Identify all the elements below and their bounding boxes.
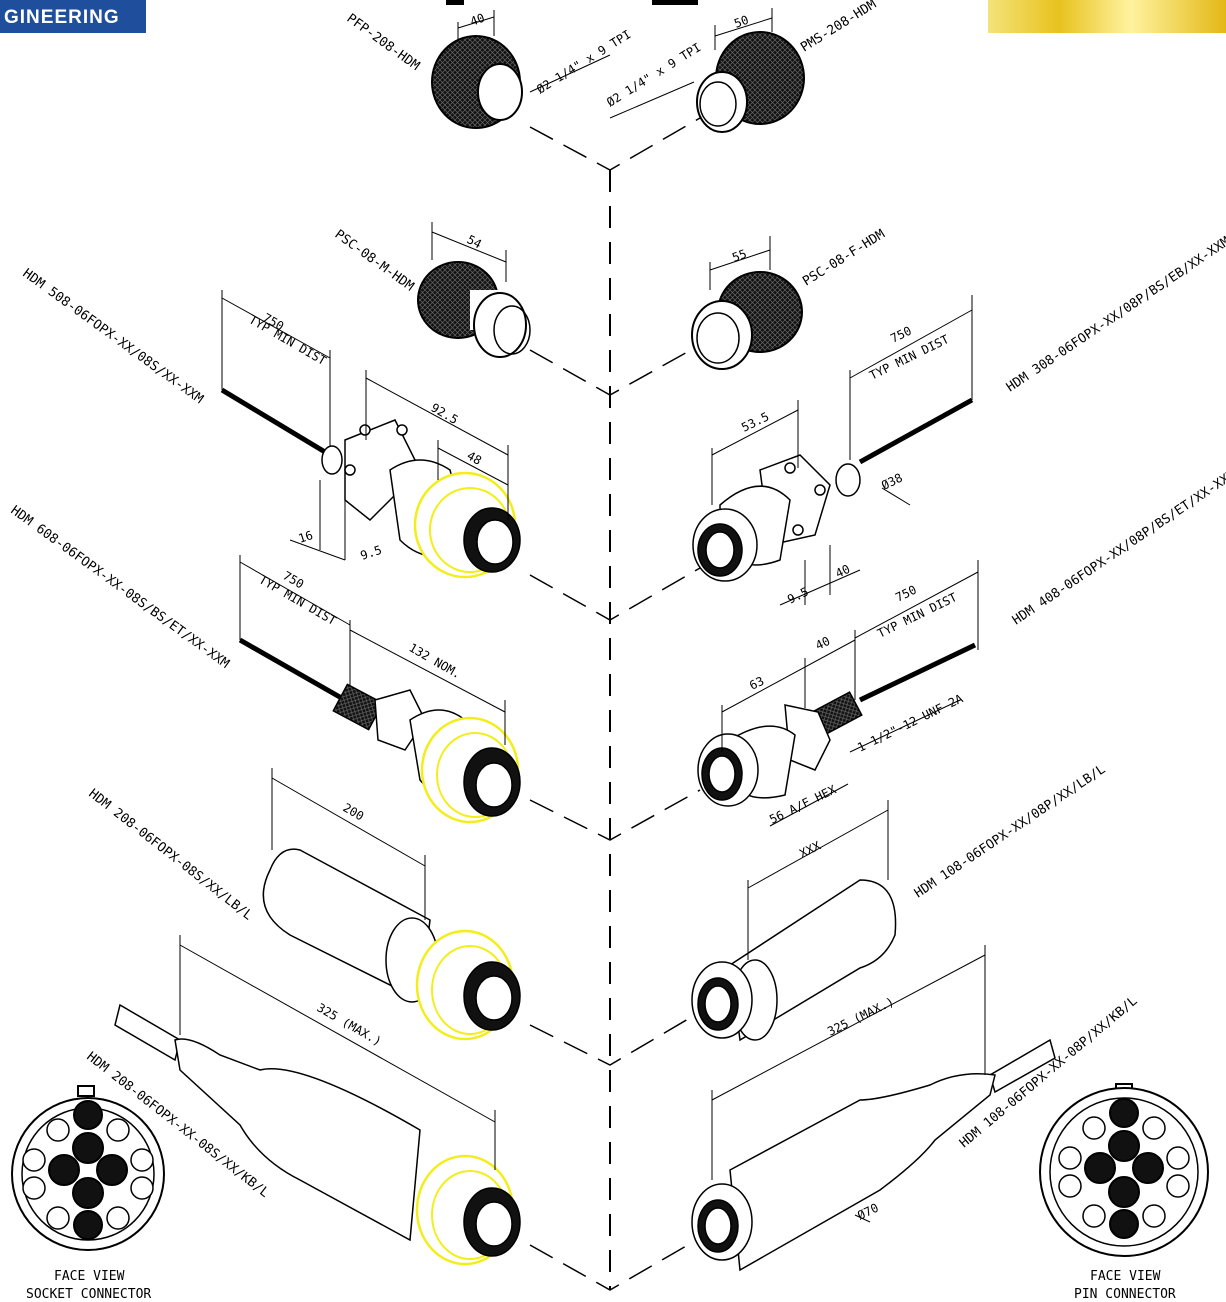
dim-750-d: 750: [893, 583, 919, 605]
iso-separators: [529, 117, 701, 1291]
psc-m-cap: [417, 222, 531, 358]
dim-54: 54: [465, 232, 484, 251]
dim-70: Ø70: [855, 1201, 881, 1223]
hdm408-connector: [697, 560, 979, 827]
face-socket-line1: FACE VIEW: [54, 1269, 125, 1284]
hdm608-connector: [238, 555, 521, 824]
dim-9-5-b: 9.5: [785, 585, 811, 607]
hdm508-connector: [220, 290, 521, 579]
dim-325-left: 325 (MAX.): [315, 1000, 385, 1048]
label-pfp: PFP-208-HDM: [344, 11, 423, 74]
dim-40b: 40: [833, 562, 852, 581]
pfp-cap: [431, 10, 611, 129]
label-hdm608: HDM 608-06FOPX-XX-08S/BS/ET/XX-XXM: [8, 503, 232, 672]
logo-text: GINEERING: [4, 7, 120, 28]
face-pin-line2: PIN CONNECTOR: [1074, 1287, 1176, 1302]
hdm108-kb-connector: [691, 945, 1056, 1272]
hdm208-kb-connector: [114, 935, 521, 1266]
label-hdm508: HDM 508-06FOPX-XX/08S/XX-XXM: [20, 266, 206, 407]
dim-typ-a: TYP MIN DIST: [247, 312, 329, 367]
pms-cap: [609, 8, 805, 133]
label-hdm108-lb: HDM 108-06FOPX-XX/08P/XX/LB/L: [912, 762, 1109, 901]
dim-750-b: 750: [888, 324, 914, 346]
dim-unf: 1 1/2"-12 UNF 2A: [855, 691, 966, 755]
label-hdm408: HDM 408-06FOPX-XX/08P/BS/ET/XX-XXM: [1010, 467, 1226, 628]
face-view-pin: [1039, 1083, 1209, 1257]
face-pin-line1: FACE VIEW: [1090, 1269, 1161, 1284]
dim-9-5-a: 9.5: [359, 543, 384, 563]
dim-48: 48: [465, 448, 485, 467]
label-pms: PMS-208-HDM: [798, 0, 879, 55]
hdm208-lb-connector: [262, 768, 521, 1041]
hdm108-lb-connector: [691, 800, 897, 1042]
face-socket-line2: SOCKET CONNECTOR: [26, 1287, 151, 1302]
dim-50: 50: [732, 13, 750, 31]
dim-325-right: 325 (MAX.): [825, 994, 896, 1038]
label-hdm208-lb: HDM 208-06FOPX-08S/XX/LB/L: [86, 786, 256, 923]
dim-typ-d: TYP MIN DIST: [875, 590, 959, 641]
dim-xxx: XXX: [797, 838, 823, 860]
dim-55: 55: [730, 247, 748, 265]
dim-63: 63: [747, 674, 766, 693]
dim-40c: 40: [813, 634, 832, 653]
face-view-socket: [11, 1085, 165, 1251]
company-logo: GINEERING: [0, 0, 146, 33]
dim-38: Ø38: [879, 471, 905, 493]
product-photo: [988, 0, 1226, 33]
hdm308-connector: [692, 295, 974, 606]
label-psc-f: PSC-08-F-HDM: [800, 227, 888, 290]
dim-53-5: 53.5: [739, 409, 771, 434]
dim-typ-b: TYP MIN DIST: [867, 332, 951, 383]
dim-16: 16: [297, 528, 315, 546]
label-hdm308: HDM 308-06FOPX-XX/08P/BS/EB/XX-XXM: [1004, 234, 1226, 395]
dim-40a: 40: [468, 11, 486, 29]
label-psc-m: PSC-08-M-HDM: [332, 227, 417, 294]
dim-92-5: 92.5: [429, 400, 461, 427]
psc-f-cap: [691, 236, 803, 370]
dim-thread-left: Ø2 1/4" x 9 TPI: [534, 27, 633, 96]
